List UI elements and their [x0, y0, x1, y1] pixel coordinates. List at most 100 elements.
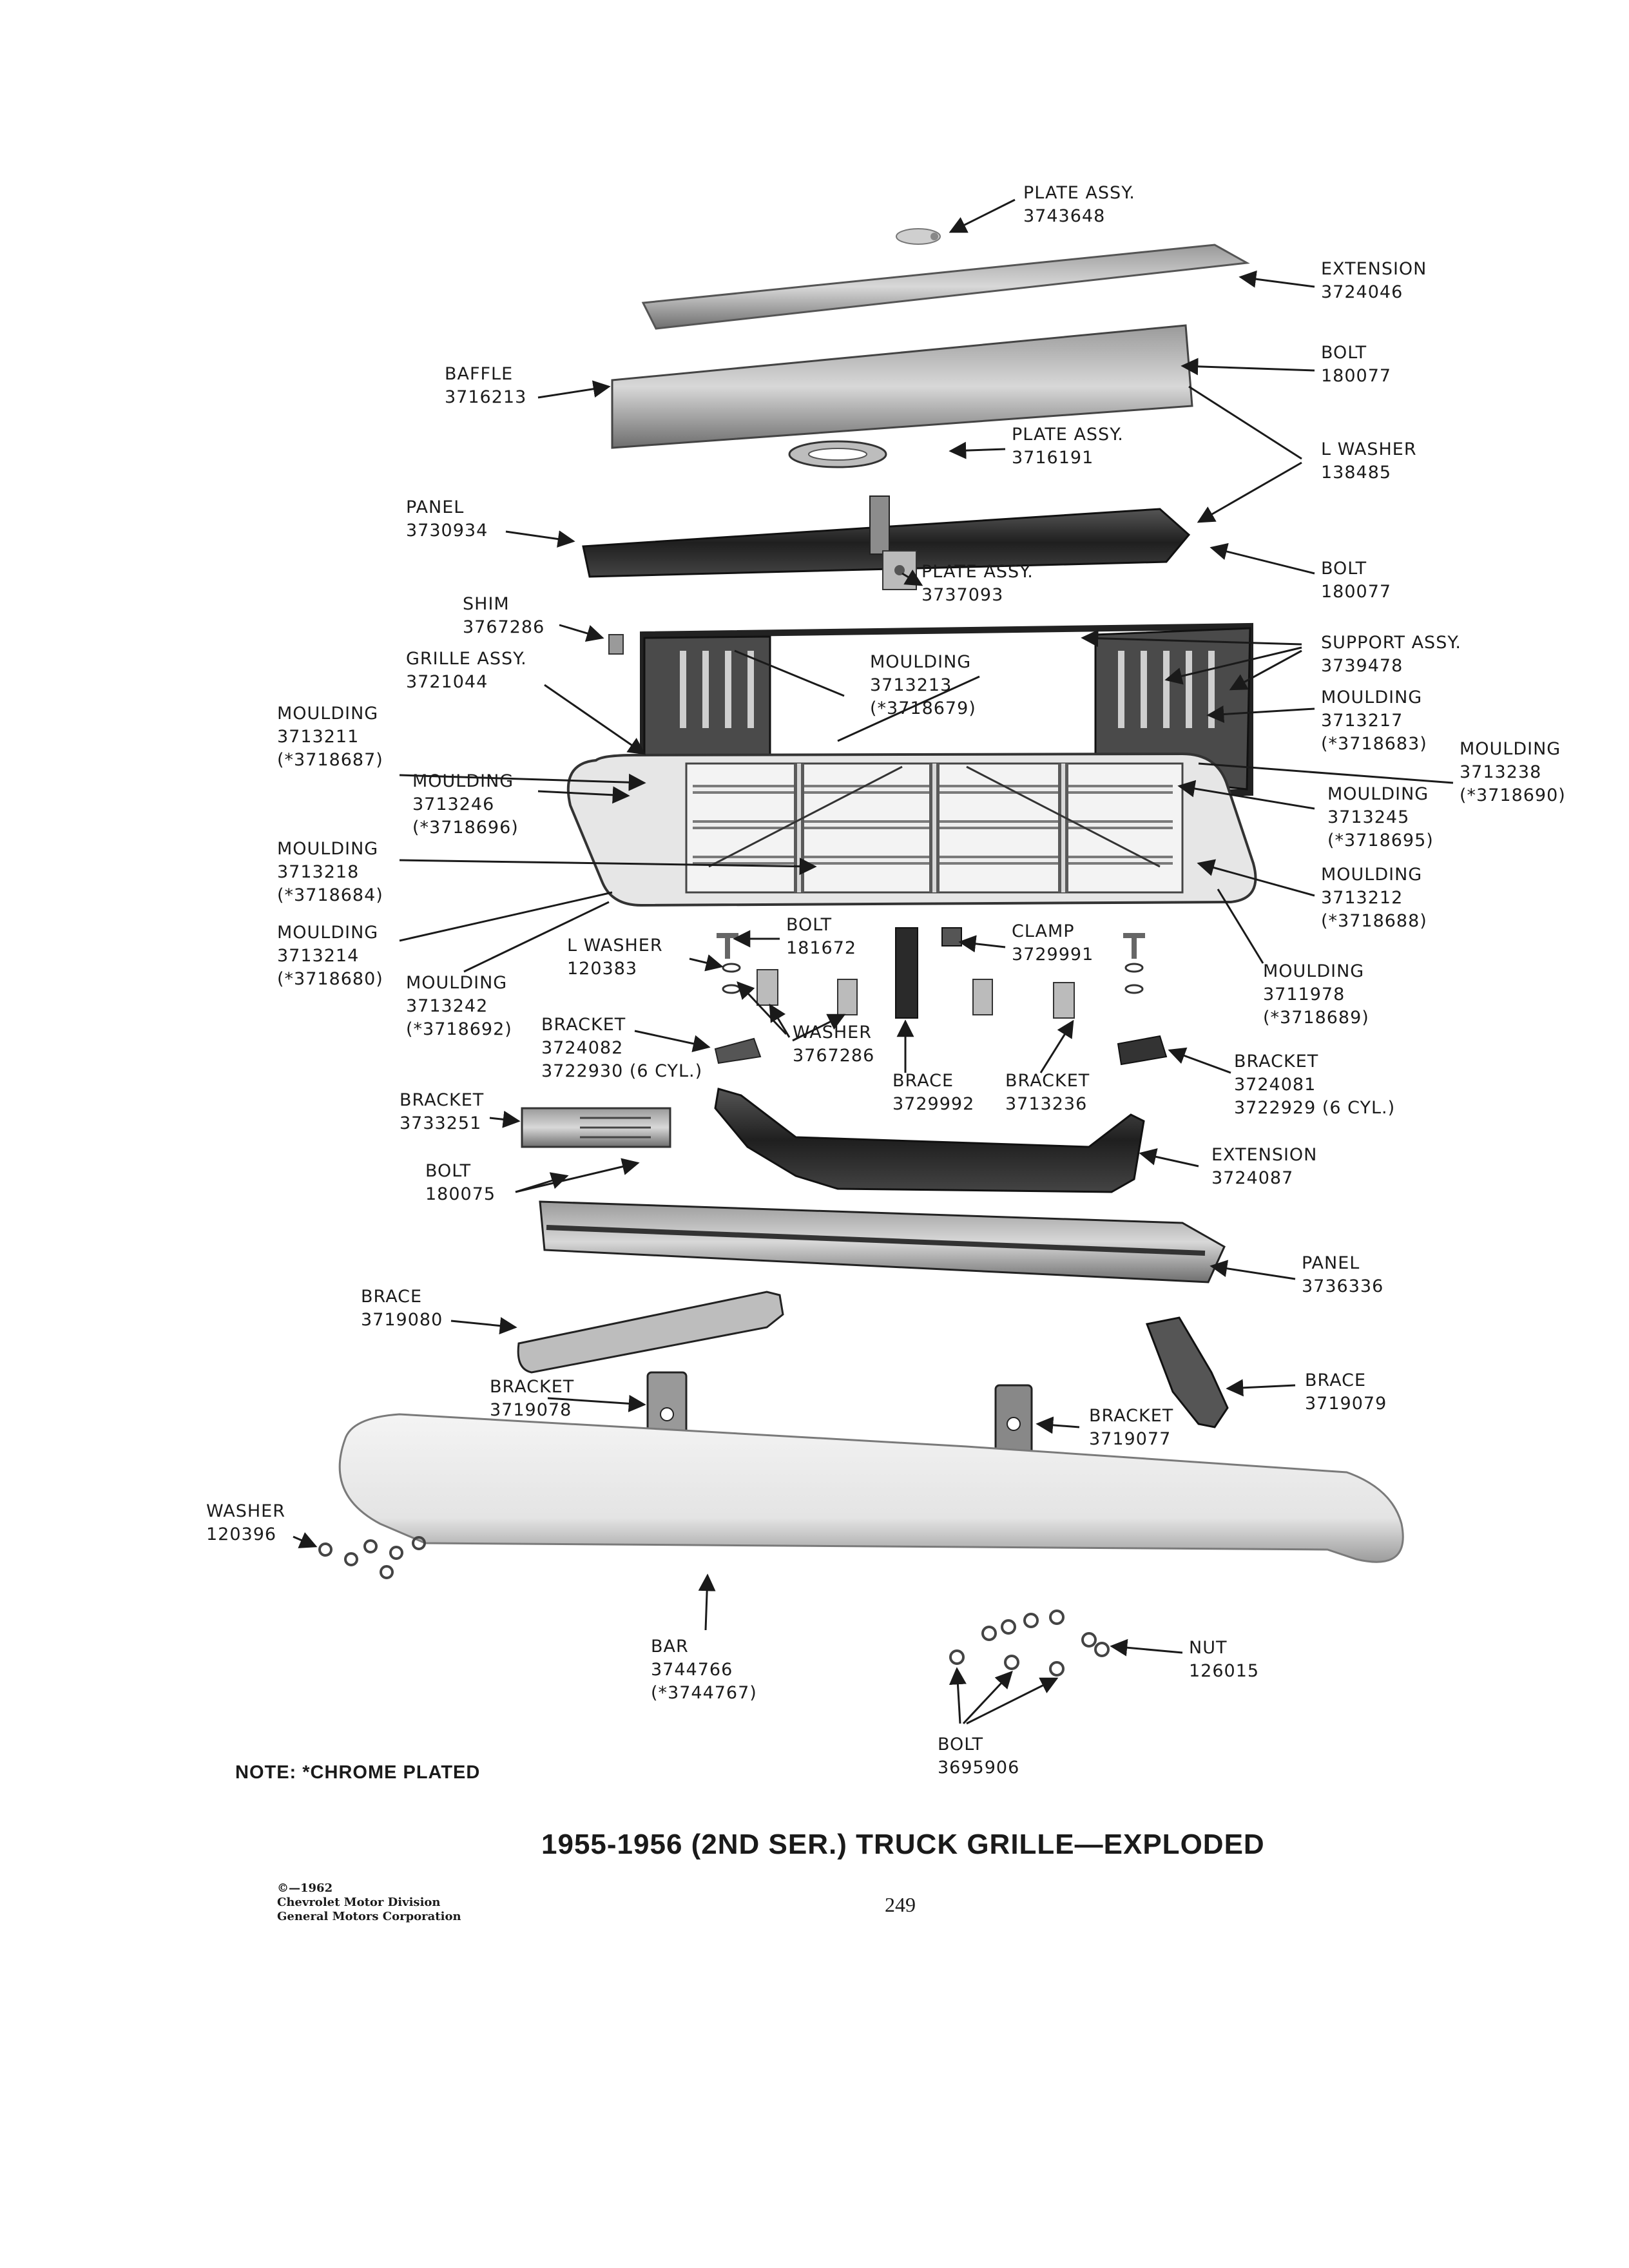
label-support-assy-3739478: SUPPORT ASSY.3739478: [1321, 631, 1461, 678]
label-line: 3724081: [1234, 1075, 1316, 1095]
copyright-block: ©—1962 Chevrolet Motor Division General …: [277, 1881, 461, 1924]
extension-3724087-part: [714, 1088, 1145, 1193]
shim-3767286-part: [608, 634, 624, 655]
chrome-plated-note: NOTE: *CHROME PLATED: [235, 1762, 481, 1783]
copyright-line: Chevrolet Motor Division: [277, 1896, 441, 1909]
label-line: 180075: [425, 1184, 496, 1204]
label-line: MOULDING: [412, 771, 514, 791]
label-grille-assy-3721044: GRILLE ASSY.3721044: [406, 648, 527, 694]
label-line: 3719078: [490, 1400, 572, 1420]
label-line: 3713242: [406, 996, 488, 1016]
label-line: 126015: [1189, 1661, 1260, 1681]
plate-assy-3743648-part: [896, 228, 941, 245]
label-line: 3737093: [921, 585, 1004, 605]
label-line: MOULDING: [1327, 784, 1429, 804]
label-line: 3713246: [412, 794, 495, 814]
label-line: 3716191: [1012, 448, 1094, 468]
label-line: (*3718692): [406, 1019, 512, 1039]
label-line: 3743648: [1023, 206, 1106, 226]
label-line: BRACE: [361, 1287, 423, 1307]
label-line: 3721044: [406, 672, 488, 692]
label-panel-3736336: PANEL 3736336: [1302, 1252, 1383, 1298]
label-line: BOLT: [938, 1735, 984, 1754]
label-line: 3722929 (6 CYL.): [1234, 1098, 1396, 1118]
extension-3724046-part: [641, 244, 1250, 330]
label-panel-3730934: PANEL 3730934: [406, 496, 488, 543]
copyright-line: ©—1962: [277, 1881, 333, 1895]
label-line: 3713245: [1327, 807, 1410, 827]
brace-3719080-part: [517, 1291, 784, 1374]
label-line: (*3718688): [1321, 911, 1427, 931]
label-line: 180077: [1321, 582, 1392, 602]
bar-3744766-part: [338, 1413, 1404, 1563]
bracket-3719078-part: [646, 1371, 688, 1445]
label-line: 3736336: [1302, 1276, 1384, 1296]
label-line: 3713212: [1321, 888, 1403, 908]
label-line: MOULDING: [277, 839, 379, 859]
label-line: MOULDING: [277, 923, 379, 943]
label-line: NUT: [1189, 1638, 1228, 1658]
label-line: BRACE: [892, 1071, 954, 1091]
label-line: 3733251: [400, 1113, 482, 1133]
label-plate-assy-3743648: PLATE ASSY. 3743648: [1023, 182, 1135, 228]
baffle-3716213-part: [611, 324, 1193, 449]
label-nut-126015: NUT 126015: [1189, 1637, 1259, 1683]
label-line: (*3718679): [870, 698, 976, 718]
label-line: MOULDING: [1321, 687, 1423, 707]
label-line: WASHER: [206, 1501, 285, 1521]
label-line: PLATE ASSY.: [1023, 183, 1135, 203]
label-line: 3730934: [406, 521, 488, 541]
label-line: 3729992: [892, 1094, 975, 1114]
panel-3730934-part: [582, 495, 1191, 578]
leader-lines: [293, 198, 1454, 1725]
label-line: 3767286: [463, 617, 545, 637]
label-line: 3767286: [793, 1046, 875, 1066]
plate-assy-3716191-part: [788, 440, 887, 468]
label-line: CLAMP: [1012, 921, 1075, 941]
label-line: 3711978: [1263, 985, 1345, 1004]
label-clamp-3729991: CLAMP 3729991: [1012, 920, 1094, 966]
label-bracket-3719078: BRACKET 3719078: [490, 1376, 574, 1422]
label-line: PANEL: [1302, 1253, 1360, 1273]
label-line: (*3744767): [651, 1683, 757, 1703]
label-line: (*3718680): [277, 969, 383, 989]
brace-3719079-part: [1145, 1316, 1229, 1428]
label-line: MOULDING: [1460, 739, 1561, 759]
label-line: BRACKET: [490, 1377, 575, 1397]
label-brace-3729992: BRACE 3729992: [892, 1070, 974, 1116]
label-line: 3722930 (6 CYL.): [541, 1061, 703, 1081]
label-line: 181672: [786, 938, 857, 958]
label-line: L WASHER: [567, 936, 663, 956]
label-line: BRACKET: [1005, 1071, 1090, 1091]
label-line: MOULDING: [1321, 865, 1423, 885]
label-line: 3729991: [1012, 945, 1094, 965]
label-plate-assy-3737093: PLATE ASSY. 3737093: [921, 561, 1034, 607]
label-line: PLATE ASSY.: [921, 562, 1034, 582]
label-line: 180077: [1321, 366, 1392, 386]
label-line: 3713238: [1460, 762, 1542, 782]
label-line: PLATE ASSY.: [1012, 425, 1124, 445]
label-line: MOULDING: [870, 652, 972, 672]
small-hardware-row: [714, 927, 1168, 1066]
label-line: PANEL: [406, 497, 465, 517]
label-line: MOULDING: [406, 973, 508, 993]
label-line: EXTENSION: [1211, 1145, 1318, 1165]
